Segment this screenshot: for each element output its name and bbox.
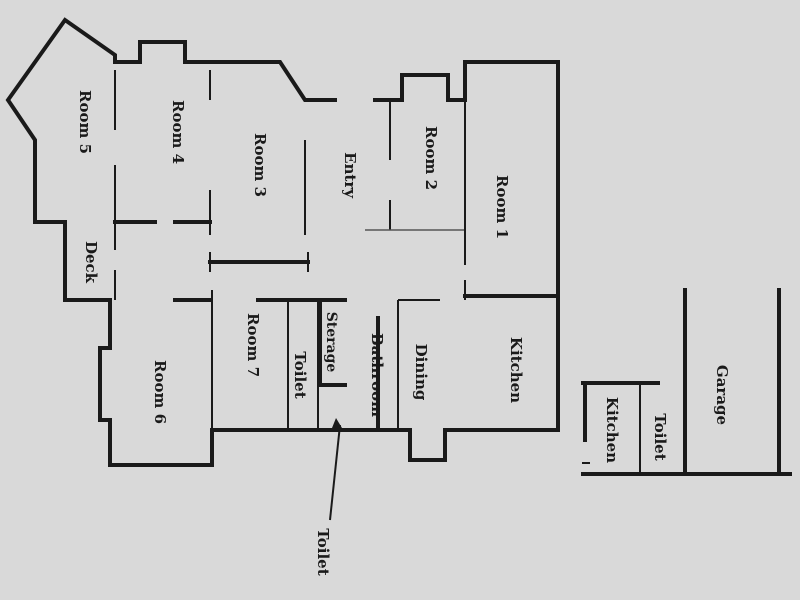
room-labels: Room 5 Room 4 Room 3 Entry Room 2 Room 1… [76, 90, 731, 576]
label-room4: Room 4 [169, 100, 187, 164]
label-bathroom: Bathroom [368, 333, 386, 417]
outer-walls [5, 17, 560, 467]
label-room2: Room 2 [422, 126, 440, 190]
label-room5: Room 5 [76, 90, 94, 154]
wall-top-west [113, 40, 337, 102]
label-kitchen: Kitchen [507, 337, 525, 403]
toilet-callout-arrow [329, 418, 342, 521]
wall-storage-box [318, 298, 347, 387]
label-storage: Sterage [323, 312, 339, 373]
interior-walls [113, 70, 560, 432]
label-toilet: Toilet [291, 351, 309, 398]
label-room3: Room 3 [251, 133, 269, 197]
label-deck: Deck [82, 241, 100, 284]
wall-diagonal-entry [279, 61, 306, 101]
label-room1: Room 1 [493, 175, 511, 239]
wall-room5-bay [5, 17, 117, 224]
label-entry: Entry [341, 152, 359, 199]
wall-bottom [33, 220, 560, 467]
label-room7: Room 7 [244, 313, 262, 377]
label-room6: Room 6 [151, 360, 169, 424]
annex-walls [581, 288, 792, 476]
label-annex-toilet: Toilet [651, 413, 669, 460]
wall-top-room2 [373, 60, 560, 432]
label-dining: Dining [412, 344, 430, 401]
label-annex-kitchen: Kitchen [603, 397, 621, 463]
label-garage: Garage [713, 365, 731, 425]
label-toilet-callout: Toilet [314, 528, 332, 575]
